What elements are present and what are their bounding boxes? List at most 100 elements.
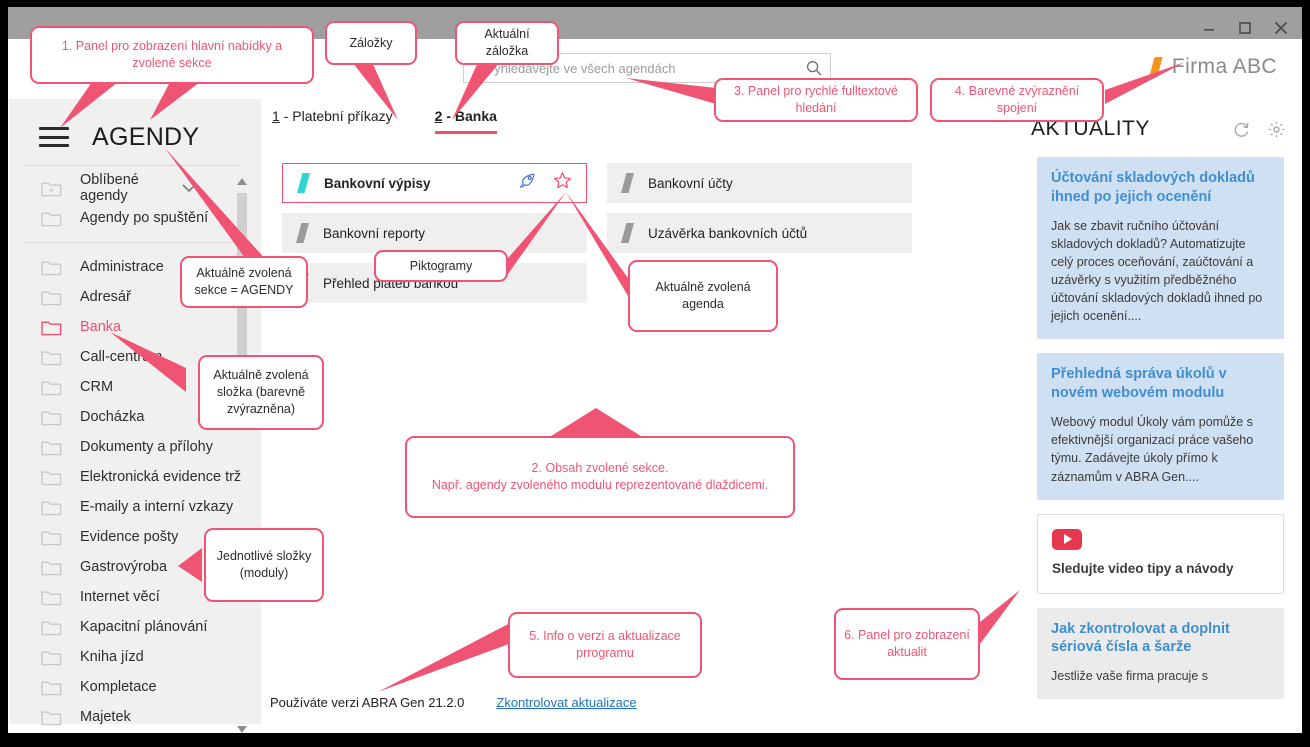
news-card[interactable]: Účtování skladových dokladů ihned po jej… — [1037, 157, 1284, 340]
left-sidebar: AGENDY Oblíbené agendy Agendy po spuštěn… — [9, 99, 261, 733]
news-card-heading: Sledujte video tipy a návody — [1052, 560, 1234, 576]
tile-label: Bankovní účty — [648, 175, 733, 191]
sidebar-item-doch-zka[interactable]: Docházka — [9, 402, 261, 432]
sidebar-item-label: Dokumenty a přílohy — [80, 439, 213, 455]
sidebar-item-label: Adresář — [80, 289, 131, 305]
sidebar-item-kapacitn-pl-nov-n[interactable]: Kapacitní plánování — [9, 612, 261, 642]
sidebar-item-evidence-po-ty[interactable]: Evidence pošty — [9, 522, 261, 552]
refresh-icon[interactable] — [1231, 119, 1251, 139]
tile-slash-icon — [296, 273, 309, 293]
sidebar-item-label: Administrace — [80, 259, 164, 275]
tile-bankovni-ucty[interactable]: Bankovní účty — [607, 163, 912, 203]
sidebar-item-gastrov-roba[interactable]: Gastrovýroba — [9, 552, 261, 582]
search-input[interactable] — [464, 60, 798, 76]
sidebar-item-label: Kapacitní plánování — [80, 619, 208, 635]
sidebar-item-label: Gastrovýroba — [80, 559, 168, 575]
sidebar-item-label: E-maily a interní vzkazy — [80, 499, 234, 515]
brand-slash-icon — [1148, 56, 1163, 78]
scroll-up-icon[interactable] — [236, 175, 248, 187]
chevron-down-icon[interactable] — [181, 181, 197, 196]
folder-icon — [41, 679, 62, 696]
tile-bankovni-reporty[interactable]: Bankovní reporty — [282, 213, 587, 253]
sidebar-item-majetek[interactable]: Majetek — [9, 702, 261, 732]
news-card-video[interactable]: Sledujte video tipy a návody — [1037, 513, 1284, 594]
sidebar-item-label: Majetek — [80, 709, 131, 725]
maximize-icon[interactable] — [1234, 17, 1256, 39]
sidebar-item-agendy-po-spusteni[interactable]: Agendy po spuštění — [9, 203, 261, 233]
sidebar-item-oblibene-agendy[interactable]: Oblíbené agendy — [9, 172, 261, 204]
sidebar-item-e-maily-a-intern-vzkazy[interactable]: E-maily a interní vzkazy — [9, 492, 261, 522]
sidebar-item-kompletace[interactable]: Kompletace — [9, 672, 261, 702]
sidebar-header: AGENDY — [9, 111, 261, 163]
folder-icon — [41, 589, 62, 606]
close-icon[interactable] — [1270, 17, 1292, 39]
minimize-icon[interactable] — [1198, 17, 1220, 39]
folder-icon — [41, 289, 62, 306]
folder-icon — [41, 409, 62, 426]
divider — [25, 165, 241, 166]
tile-slash-icon — [297, 173, 310, 193]
tile-prehled-plateb-bankou[interactable]: Přehled plateb bankou — [282, 263, 587, 303]
sidebar-item-label: Oblíbené agendy — [80, 172, 139, 204]
sidebar-item-call-centrum[interactable]: Call-centrum — [9, 342, 261, 372]
tile-label: Uzávěrka bankovních účtů — [648, 225, 808, 241]
sidebar-nav-list: Oblíbené agendy Agendy po spuštění Admin… — [9, 172, 261, 732]
news-title: AKTUALITY — [1031, 117, 1150, 140]
tile-uzaverka-bankovnich-uctu[interactable]: Uzávěrka bankovních účtů — [607, 213, 912, 253]
folder-icon — [41, 210, 62, 227]
sidebar-item-kniha-j-zd[interactable]: Kniha jízd — [9, 642, 261, 672]
news-card[interactable]: Jak zkontrolovat a doplnit sériová čísla… — [1037, 607, 1284, 700]
sidebar-item-crm[interactable]: CRM — [9, 372, 261, 402]
sidebar-item-label: Kniha jízd — [80, 649, 144, 665]
news-card[interactable]: Přehledná správa úkolů v novém webovém m… — [1037, 353, 1284, 500]
search-icon[interactable] — [798, 54, 830, 82]
agenda-tiles: Bankovní výpisy Bankovní účty Bankovní r — [282, 163, 912, 313]
fulltext-search-box[interactable] — [463, 53, 831, 83]
sidebar-item-dokumenty-a-p-lohy[interactable]: Dokumenty a přílohy — [9, 432, 261, 462]
tile-label: Přehled plateb bankou — [323, 275, 459, 291]
brand-name-light: Firma — [1171, 55, 1228, 78]
rocket-icon[interactable] — [518, 171, 537, 195]
folder-icon — [41, 319, 62, 336]
tab-platebni-prikazy[interactable]: 1 - Platební příkazy — [272, 108, 393, 130]
tile-bankovni-vypisy[interactable]: Bankovní výpisy — [282, 163, 587, 203]
folder-icon — [41, 559, 62, 576]
folder-plus-icon — [41, 180, 62, 197]
page-title: AGENDY — [92, 122, 200, 151]
sidebar-item-banka[interactable]: Banka — [9, 312, 261, 342]
hamburger-menu-icon[interactable] — [39, 127, 69, 147]
brand-name-bold: ABC — [1232, 55, 1277, 78]
tab-banka[interactable]: 2 - Banka — [434, 108, 498, 134]
gear-icon[interactable] — [1266, 119, 1286, 139]
sidebar-scrollbar[interactable] — [237, 175, 247, 735]
folder-icon — [41, 529, 62, 546]
sidebar-item-label: CRM — [80, 379, 114, 395]
tile-slash-icon — [296, 223, 309, 243]
news-card-heading: Účtování skladových dokladů ihned po jej… — [1051, 170, 1255, 205]
sidebar-item-label: Kompletace — [80, 679, 157, 695]
tab-label: - Platební příkazy — [283, 108, 393, 124]
sidebar-item-administrace[interactable]: Administrace — [9, 252, 261, 282]
sidebar-item-internet-v-c[interactable]: Internet věcí — [9, 582, 261, 612]
folder-icon — [41, 649, 62, 666]
tile-label: Bankovní výpisy — [324, 175, 431, 191]
folder-icon — [41, 709, 62, 726]
sidebar-item-label: Docházka — [80, 409, 145, 425]
tile-slash-icon — [621, 173, 634, 193]
check-updates-link[interactable]: Zkontrolovat aktualizace — [496, 695, 637, 710]
tab-bar: 1 - Platební příkazy 2 - Banka — [272, 108, 498, 134]
sidebar-item-adres[interactable]: Adresář — [9, 282, 261, 312]
news-card-heading: Jak zkontrolovat a doplnit sériová čísla… — [1051, 620, 1230, 656]
sidebar-item-label: Evidence pošty — [80, 529, 179, 545]
news-panel: AKTUALITY Účtování skladových dokladů ih… — [1015, 99, 1300, 724]
sidebar-item-elektronick-evidence-tr[interactable]: Elektronická evidence trž — [9, 462, 261, 492]
scrollbar-thumb[interactable] — [237, 193, 247, 403]
tab-number: 1 — [272, 108, 280, 124]
scroll-down-icon[interactable] — [236, 723, 248, 735]
folder-icon — [41, 499, 62, 516]
sidebar-item-label: Agendy po spuštění — [80, 210, 209, 226]
news-card-body: Webový modul Úkoly vám pomůže s efektivn… — [1051, 415, 1254, 484]
star-icon[interactable] — [553, 171, 572, 195]
